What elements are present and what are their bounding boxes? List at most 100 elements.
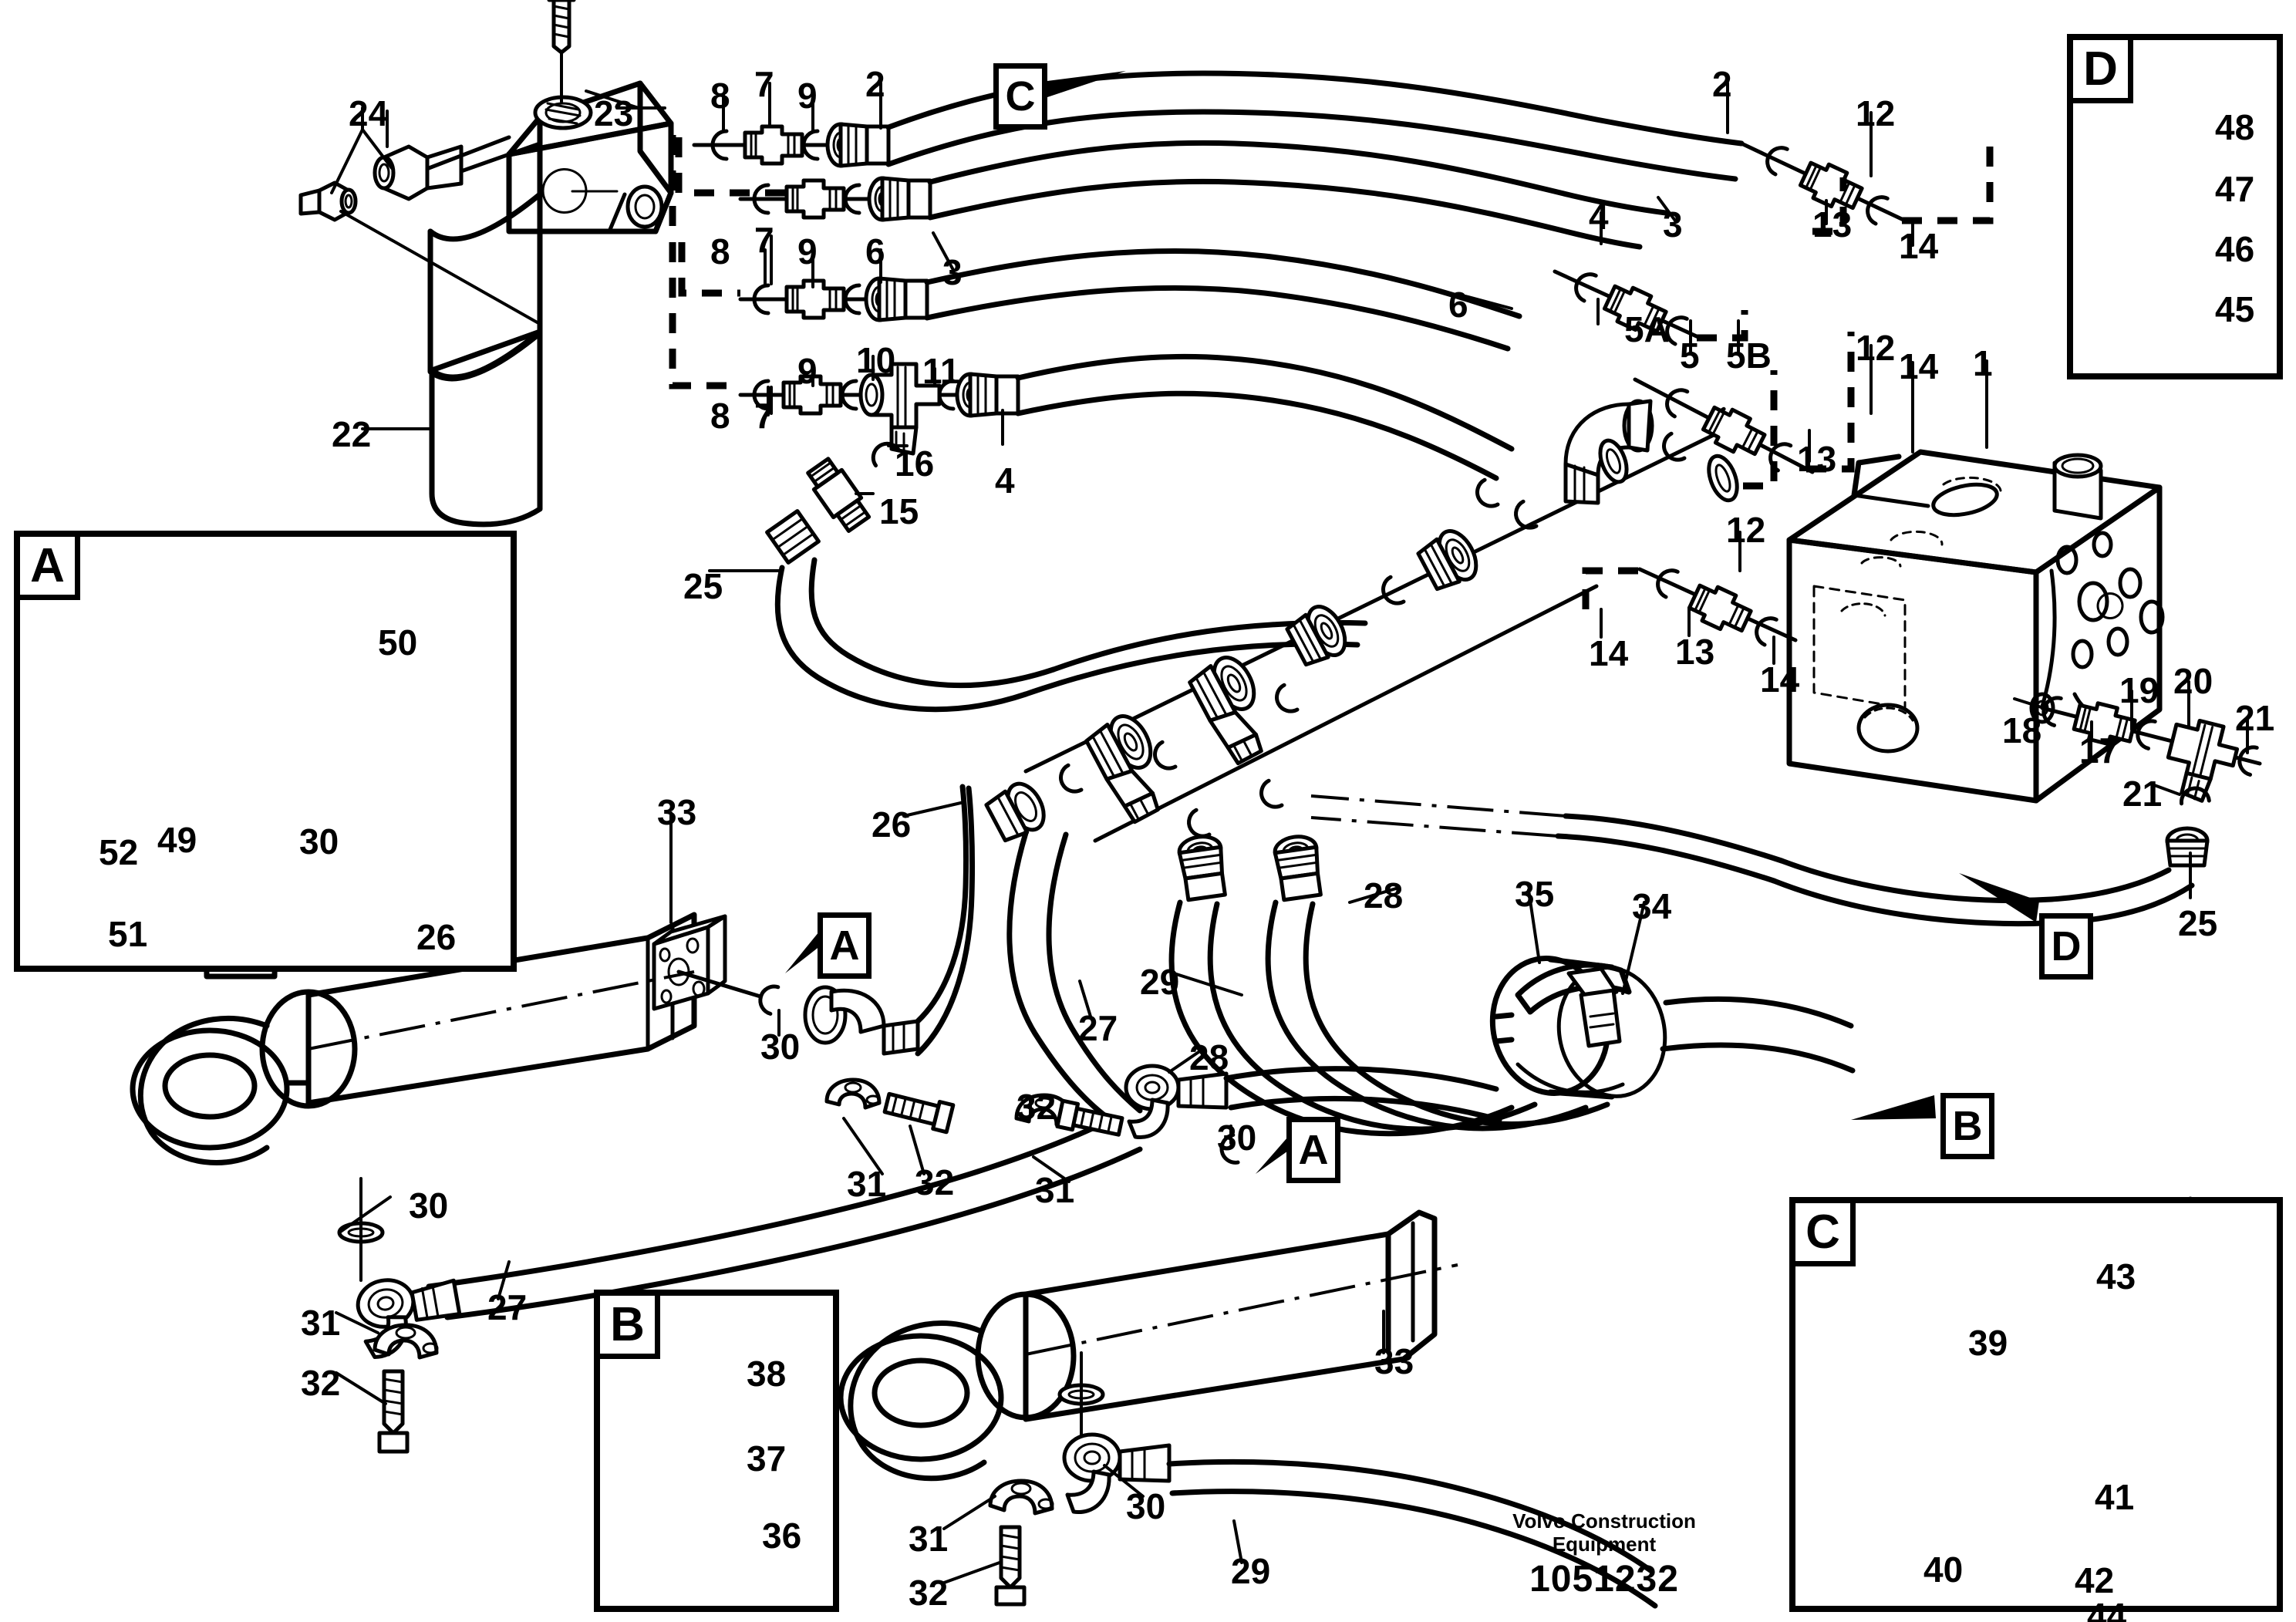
callout-number: 31 (301, 1303, 341, 1343)
panel-c-callout-number: 41 (2095, 1477, 2135, 1517)
panel-d-callout-number: 47 (2215, 169, 2255, 209)
callout-number: 30 (1217, 1118, 1257, 1158)
reference-callout-B-right: B (1940, 1093, 1994, 1159)
callout-number: 7 (754, 220, 774, 260)
callout-number: 14 (1589, 633, 1629, 673)
callout-number: 21 (2122, 774, 2163, 814)
panel-a-callout-number: 26 (416, 917, 457, 957)
callout-number: 31 (1035, 1170, 1075, 1210)
callout-number: 27 (1078, 1008, 1118, 1048)
callout-number: 32 (909, 1573, 949, 1613)
panel-b-callout-number: 38 (747, 1354, 787, 1394)
callout-number: 10 (856, 340, 896, 380)
panel-c-callout-number: 43 (2096, 1256, 2136, 1297)
callout-number: 2 (865, 64, 885, 104)
callout-number: 14 (1760, 659, 1800, 700)
cylinder-upper-port (1014, 1064, 1502, 1165)
panel-a-callout-number: 30 (299, 821, 339, 862)
callout-number: 9 (797, 231, 818, 271)
fitting-row-3 (738, 278, 927, 320)
panel-a-callout-number: 52 (99, 832, 139, 872)
fitting-row-2 (738, 178, 930, 220)
reference-callout-C-top: C (993, 63, 1047, 130)
callout-number: 7 (754, 396, 774, 436)
callout-number: 8 (710, 76, 730, 116)
callout-number: 32 (1017, 1087, 1057, 1127)
callout-number: 28 (1364, 875, 1404, 916)
reference-callout-A-left: A (818, 912, 872, 979)
callout-number: 20 (2173, 661, 2213, 701)
callout-number: 30 (409, 1185, 449, 1226)
callout-number: 32 (301, 1363, 341, 1403)
callout-number: 31 (909, 1519, 949, 1559)
callout-number: 15 (879, 491, 919, 531)
hose-clamp-group (1489, 956, 1856, 1100)
part-number: 1051232 (1529, 1558, 1679, 1600)
callout-number: 28 (1189, 1037, 1229, 1077)
callout-number: 6 (865, 231, 885, 271)
callout-number: 13 (1812, 204, 1853, 244)
callout-number: 12 (1726, 510, 1766, 550)
callout-number: 21 (2235, 698, 2275, 738)
panel-c-callout-number: 44 (2087, 1596, 2127, 1622)
detail-panel-C-tag: C (1795, 1203, 1856, 1266)
callout-number: 33 (1374, 1341, 1414, 1381)
callout-number: 11 (922, 351, 960, 391)
callout-number: 13 (1797, 439, 1837, 479)
callout-number: 29 (1231, 1551, 1271, 1591)
panel-c-callout-number: 39 (1968, 1323, 2008, 1363)
callout-number: 12 (1856, 93, 1896, 133)
hoses-28-29 (1168, 834, 1610, 1137)
detail-panel-D: D (2067, 34, 2283, 379)
callout-number: 35 (1515, 874, 1555, 914)
steering-unit-group (298, 0, 674, 528)
panel-a-callout-number: 50 (378, 622, 418, 663)
callout-number: 32 (915, 1162, 955, 1202)
valve-ports (1553, 139, 1994, 645)
callout-number: 25 (2178, 903, 2218, 943)
callout-number: 17 (2079, 730, 2119, 771)
callout-number: 5 (1680, 336, 1700, 376)
callout-number: 8 (710, 231, 730, 271)
callout-number: 16 (895, 443, 935, 484)
callout-number: 5B (1726, 336, 1772, 376)
hose-27-end (337, 1117, 1143, 1454)
detail-panel-B: B (594, 1290, 839, 1612)
callout-number: 31 (847, 1164, 887, 1204)
callout-number: 4 (1589, 197, 1609, 237)
callout-number: 29 (1140, 962, 1180, 1002)
panel-c-callout-number: 42 (2075, 1560, 2115, 1600)
left-cylinder (130, 784, 976, 1165)
callout-number: 9 (797, 76, 818, 116)
detail-panel-D-tag: D (2073, 40, 2133, 103)
panel-a-callout-number: 51 (108, 914, 148, 954)
callout-number: 34 (1632, 886, 1672, 926)
callout-number: 7 (754, 64, 774, 104)
panel-d-callout-number: 48 (2215, 107, 2255, 147)
detail-panel-B-tag: B (600, 1296, 660, 1359)
callout-number: 26 (872, 804, 912, 845)
callout-number: 19 (2119, 670, 2159, 710)
detail-panel-A: A (14, 531, 517, 972)
fitting-row-4 (738, 362, 1018, 456)
callout-number: 6 (1448, 285, 1468, 325)
bottom-cylinder (838, 1209, 1658, 1609)
callout-number: 25 (683, 566, 723, 606)
callout-number: 5A (1624, 309, 1670, 349)
callout-number: 22 (332, 414, 372, 454)
callout-number: 24 (349, 93, 389, 133)
return-port-chain (1771, 695, 2262, 927)
callout-number: 27 (487, 1287, 528, 1327)
reference-callout-D-right: D (2039, 913, 2093, 980)
callout-number: 30 (760, 1027, 801, 1067)
panel-b-callout-number: 36 (762, 1516, 802, 1556)
callout-number: 13 (1675, 632, 1715, 672)
brand-line-2: Equipment (1552, 1532, 1657, 1556)
brand-line-1: Volvo Construction (1512, 1509, 1696, 1533)
callout-number: 8 (710, 396, 730, 436)
callout-number: 9 (797, 351, 818, 391)
panel-b-callout-number: 37 (747, 1438, 787, 1479)
callout-number: 3 (1663, 204, 1683, 244)
detail-panel-C: C (1789, 1197, 2283, 1612)
callout-number: 33 (657, 792, 697, 832)
